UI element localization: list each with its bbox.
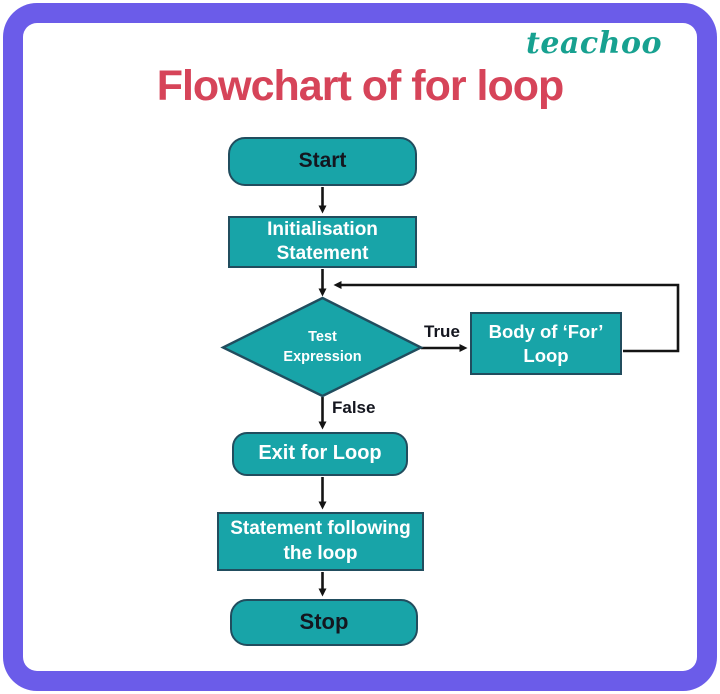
node-stop-label: Stop xyxy=(299,609,349,635)
node-statement-following-loop: Statement following the loop xyxy=(217,512,424,571)
node-initialisation-label: Initialisation Statement xyxy=(267,218,378,264)
edge-label-true: True xyxy=(424,322,460,341)
node-stop: Stop xyxy=(230,599,418,646)
node-exit-for-loop: Exit for Loop xyxy=(232,432,408,476)
teachoo-logo: teachoo xyxy=(526,26,662,61)
node-test-expression: Test Expression xyxy=(252,320,393,376)
page-title: Flowchart of for loop xyxy=(156,62,565,110)
node-test-expression-label: Test Expression xyxy=(283,329,362,365)
node-statement-label: Statement following the loop xyxy=(230,518,411,564)
edge-label-false: False xyxy=(332,398,376,417)
node-start: Start xyxy=(228,137,417,186)
loopback-line-body-to-test xyxy=(333,281,680,353)
node-exit-label: Exit for Loop xyxy=(258,442,382,465)
node-body-label: Body of ‘For’ Loop xyxy=(488,320,604,366)
node-initialisation-statement: Initialisation Statement xyxy=(228,216,417,268)
decision-diamond xyxy=(220,296,424,398)
node-start-label: Start xyxy=(298,149,347,173)
node-body-of-for-loop: Body of ‘For’ Loop xyxy=(470,312,622,375)
